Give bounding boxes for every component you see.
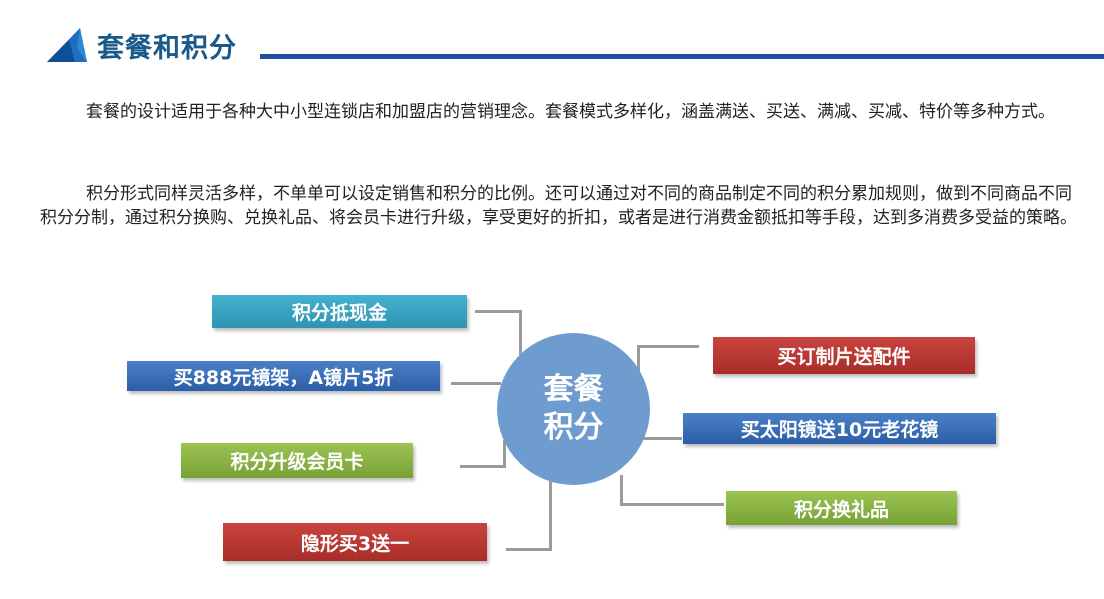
title-divider [260, 54, 1104, 59]
node-upgrade-card: 积分升级会员卡 [181, 443, 413, 478]
connector [475, 310, 522, 313]
connector [640, 437, 682, 440]
connector [460, 465, 506, 468]
node-custom-lens: 买订制片送配件 [713, 337, 975, 374]
node-frame-discount: 买888元镜架，A镜片5折 [127, 361, 440, 391]
hub-label-line2: 积分 [543, 410, 604, 445]
logo-triangle-icon [47, 28, 87, 62]
connector [620, 475, 623, 505]
connector [637, 345, 699, 348]
connector [506, 548, 552, 551]
paragraph-points: 积分形式同样灵活多样，不单单可以设定销售和积分的比例。还可以通过对不同的商品制定… [40, 184, 1077, 228]
connector [519, 310, 522, 355]
connector [620, 503, 724, 506]
node-sunglasses: 买太阳镜送10元老花镜 [683, 413, 996, 444]
page-title: 套餐和积分 [97, 33, 237, 64]
connector [503, 440, 506, 468]
paragraph-package: 套餐的设计适用于各种大中小型连锁店和加盟店的营销理念。套餐模式多样化，涵盖满送、… [86, 102, 1055, 122]
connector [549, 475, 552, 551]
connector [637, 345, 640, 375]
node-points-cash: 积分抵现金 [212, 295, 467, 328]
connector [451, 382, 501, 385]
hub-label-line1: 套餐 [543, 372, 604, 407]
node-gift-exchange: 积分换礼品 [726, 491, 957, 525]
node-contact-lens: 隐形买3送一 [223, 523, 487, 561]
hub-circle: 套餐 积分 [497, 333, 650, 485]
